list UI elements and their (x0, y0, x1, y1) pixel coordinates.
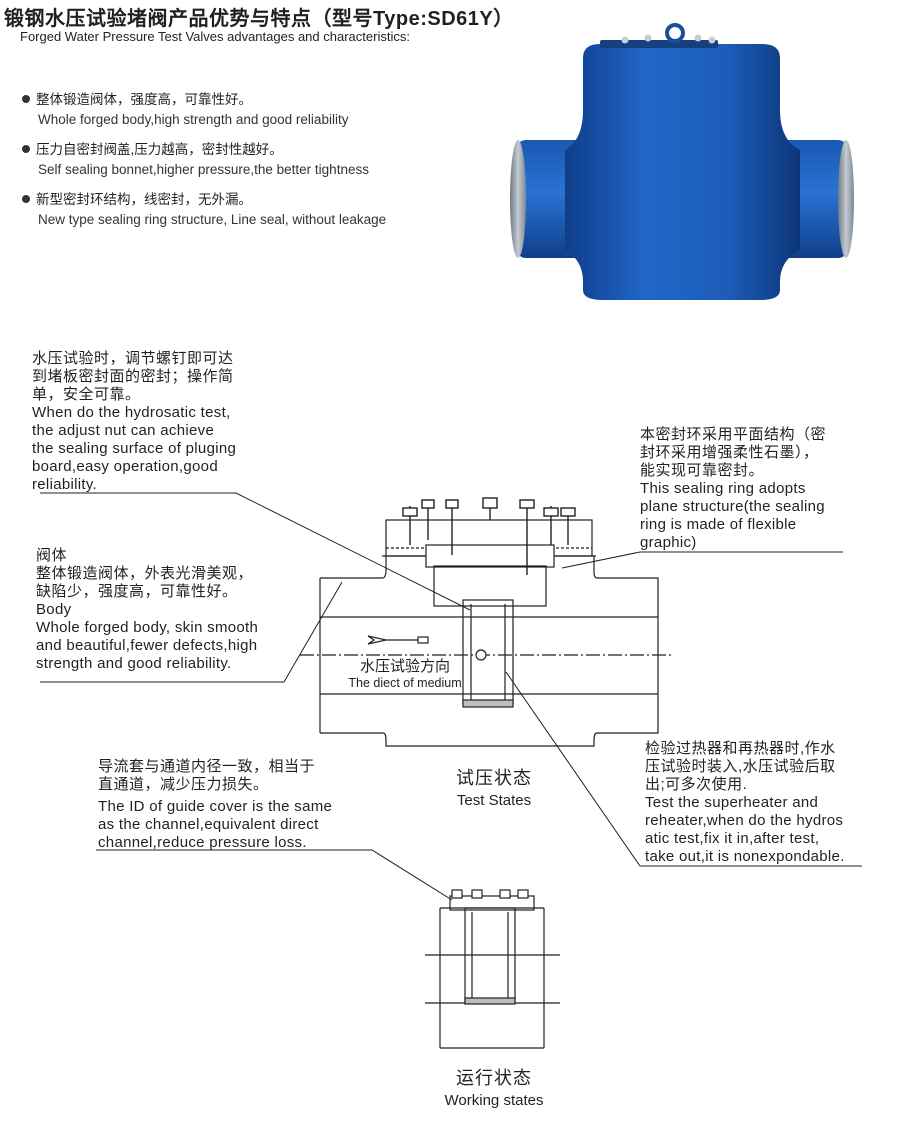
note-en: Test the superheater and (645, 794, 819, 811)
note-cn: 压试验时装入,水压试验后取 (645, 758, 836, 775)
note-en: channel,reduce pressure loss. (98, 834, 307, 851)
caption-working-states: 运行状态 Working states (394, 1064, 594, 1109)
feature-cn: 新型密封环结构，线密封，无外漏。 (36, 192, 252, 207)
note-cn: 水压试验时，调节螺钉即可达 (32, 350, 234, 367)
flow-label-en: The diect of medium (348, 676, 462, 690)
note-en: reheater,when do the hydros (645, 812, 844, 829)
note-en: The ID of guide cover is the same (98, 798, 333, 815)
feature-cn: 压力自密封阀盖,压力越高，密封性越好。 (36, 142, 283, 157)
note-en: reliability. (32, 476, 98, 493)
note-en: the sealing surface of pluging (32, 440, 237, 457)
note-en: board,easy operation,good (32, 458, 218, 475)
working-state-drawing (425, 889, 560, 1049)
note-adjust-nut: 水压试验时，调节螺钉即可达 到堵板密封面的密封；操作简 单，安全可靠。 When… (32, 350, 236, 494)
feature-en: New type sealing ring structure, Line se… (38, 212, 387, 227)
note-sealing-ring: 本密封环采用平面结构（密 封环采用增强柔性石墨）， 能实现可靠密封。 This … (640, 426, 826, 552)
note-cn: 阀体 (36, 547, 68, 564)
note-en: strength and good reliability. (36, 655, 232, 672)
note-en: ring is made of flexible (640, 516, 797, 533)
feature-item-1: 整体锻造阀体，强度高，可靠性好。 Whole forged body,high … (22, 90, 348, 130)
feature-en: Self sealing bonnet,higher pressure,the … (38, 162, 369, 177)
note-cn: 导流套与通道内径一致，相当于 (98, 758, 316, 775)
note-heater-test: 检验过热器和再热器时,作水 压试验时装入,水压试验后取 出;可多次使用. Tes… (645, 740, 845, 866)
note-en: atic test,fix it in,after test, (645, 830, 820, 847)
caption-test-states: 试压状态 Test States (394, 764, 594, 809)
feature-en: Whole forged body,high strength and good… (38, 112, 349, 127)
note-en: Body (36, 601, 72, 618)
bullet-icon (22, 145, 30, 153)
note-en: take out,it is nonexpondable. (645, 848, 845, 865)
note-cn: 单，安全可靠。 (32, 386, 141, 403)
flow-label-cn: 水压试验方向 (359, 658, 450, 675)
feature-item-2: 压力自密封阀盖,压力越高，密封性越好。 Self sealing bonnet,… (22, 140, 369, 180)
bullet-icon (22, 195, 30, 203)
caption-en: Working states (444, 1092, 544, 1109)
valve-product-image (510, 23, 854, 300)
caption-cn: 试压状态 (456, 768, 532, 788)
feature-item-3: 新型密封环结构，线密封，无外漏。 New type sealing ring s… (22, 190, 386, 230)
note-cn: 能实现可靠密封。 (640, 462, 765, 479)
flow-arrow-icon (367, 635, 429, 645)
leader-lines (40, 492, 862, 901)
feature-cn: 整体锻造阀体，强度高，可靠性好。 (36, 92, 252, 107)
note-cn: 封环采用增强柔性石墨）， (640, 444, 819, 461)
note-cn: 整体锻造阀体，外表光滑美观， (36, 565, 254, 582)
note-en: graphic) (640, 534, 697, 551)
caption-en: Test States (456, 792, 532, 809)
note-cn: 出;可多次使用. (645, 776, 748, 793)
note-cn: 检验过热器和再热器时,作水 (645, 740, 836, 757)
note-en: Whole forged body, skin smooth (36, 619, 259, 636)
flow-direction-label: 水压试验方向 The diect of medium (330, 655, 480, 690)
note-cn: 本密封环采用平面结构（密 (640, 426, 827, 443)
note-en: This sealing ring adopts (640, 480, 806, 497)
note-en: the adjust nut can achieve (32, 422, 215, 439)
note-en: plane structure(the sealing (640, 498, 825, 515)
note-en: as the channel,equivalent direct (98, 816, 319, 833)
note-cn: 直通道，减少压力损失。 (98, 776, 269, 793)
note-guide-cover: 导流套与通道内径一致，相当于 直通道，减少压力损失。 The ID of gui… (98, 758, 332, 852)
test-state-drawing (300, 497, 672, 747)
page-subtitle: Forged Water Pressure Test Valves advant… (20, 29, 410, 44)
bullet-icon (22, 95, 30, 103)
caption-cn: 运行状态 (456, 1068, 532, 1088)
note-en: and beautiful,fewer defects,high (36, 637, 258, 654)
page-title: 锻钢水压试验堵阀产品优势与特点（型号Type:SD61Y） (4, 8, 514, 30)
note-cn: 缺陷少，强度高，可靠性好。 (36, 583, 238, 600)
note-cn: 到堵板密封面的密封；操作简 (32, 368, 234, 385)
note-body: 阀体 整体锻造阀体，外表光滑美观， 缺陷少，强度高，可靠性好。 Body Who… (36, 547, 258, 673)
note-en: When do the hydrosatic test, (32, 404, 231, 421)
